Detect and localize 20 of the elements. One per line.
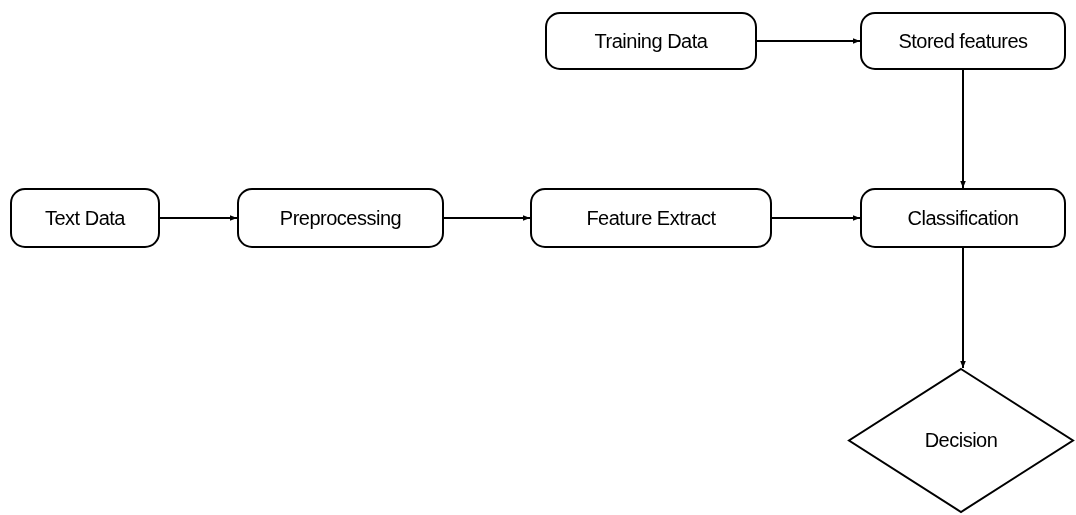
node-label: Training Data bbox=[594, 29, 708, 53]
node-label: Text Data bbox=[45, 206, 125, 230]
decision-diamond bbox=[848, 368, 1074, 513]
process-box bbox=[545, 12, 757, 70]
arrow bbox=[960, 69, 966, 189]
process-box bbox=[237, 188, 444, 248]
node-label: Feature Extract bbox=[586, 206, 716, 230]
process-box bbox=[530, 188, 772, 248]
node-label: Stored features bbox=[898, 29, 1028, 53]
arrow bbox=[159, 215, 238, 221]
node-label: Classification bbox=[907, 206, 1019, 230]
process-box bbox=[10, 188, 160, 248]
node-label: Decision bbox=[924, 429, 998, 452]
process-box bbox=[860, 188, 1066, 248]
node-label: Preprocessing bbox=[279, 206, 402, 230]
arrow bbox=[443, 215, 531, 221]
arrow bbox=[771, 215, 861, 221]
process-box bbox=[860, 12, 1066, 70]
arrow bbox=[960, 247, 966, 369]
arrow bbox=[756, 38, 861, 44]
